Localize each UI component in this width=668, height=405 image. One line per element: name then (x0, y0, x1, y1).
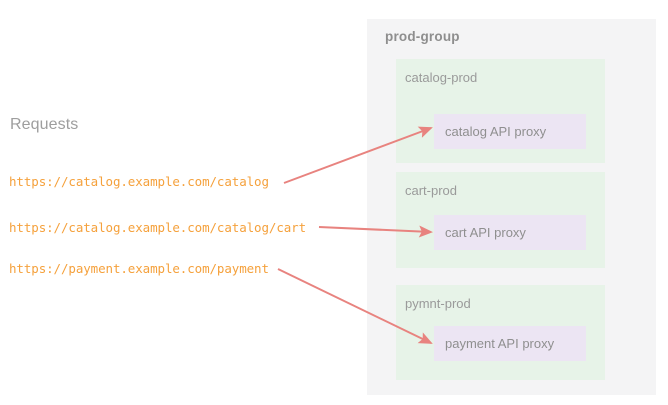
request-url-catalog-cart: https://catalog.example.com/catalog/cart (9, 220, 307, 235)
requests-heading: Requests (10, 116, 79, 133)
api-proxy-label-payment: payment API proxy (445, 336, 555, 351)
environment-box-catalog-prod: catalog-prod catalog API proxy (396, 59, 605, 163)
api-proxy-cart: cart API proxy (434, 215, 586, 250)
environment-box-pymnt-prod: pymnt-prod payment API proxy (396, 285, 605, 380)
environment-label-cart-prod: cart-prod (405, 183, 458, 198)
environment-label-catalog-prod: catalog-prod (405, 70, 478, 85)
api-proxy-label-catalog: catalog API proxy (445, 124, 547, 139)
request-url-catalog: https://catalog.example.com/catalog (9, 174, 269, 189)
environment-label-pymnt-prod: pymnt-prod (405, 296, 471, 311)
api-proxy-label-cart: cart API proxy (445, 225, 526, 240)
request-url-payment: https://payment.example.com/payment (9, 261, 269, 276)
api-proxy-payment: payment API proxy (434, 326, 586, 361)
environment-box-cart-prod: cart-prod cart API proxy (396, 172, 605, 268)
prod-group-title: prod-group (385, 29, 460, 44)
prod-group-panel: prod-group catalog-prod catalog API prox… (367, 19, 656, 395)
api-proxy-catalog: catalog API proxy (434, 114, 586, 149)
requests-section: Requests https://catalog.example.com/cat… (9, 116, 307, 276)
